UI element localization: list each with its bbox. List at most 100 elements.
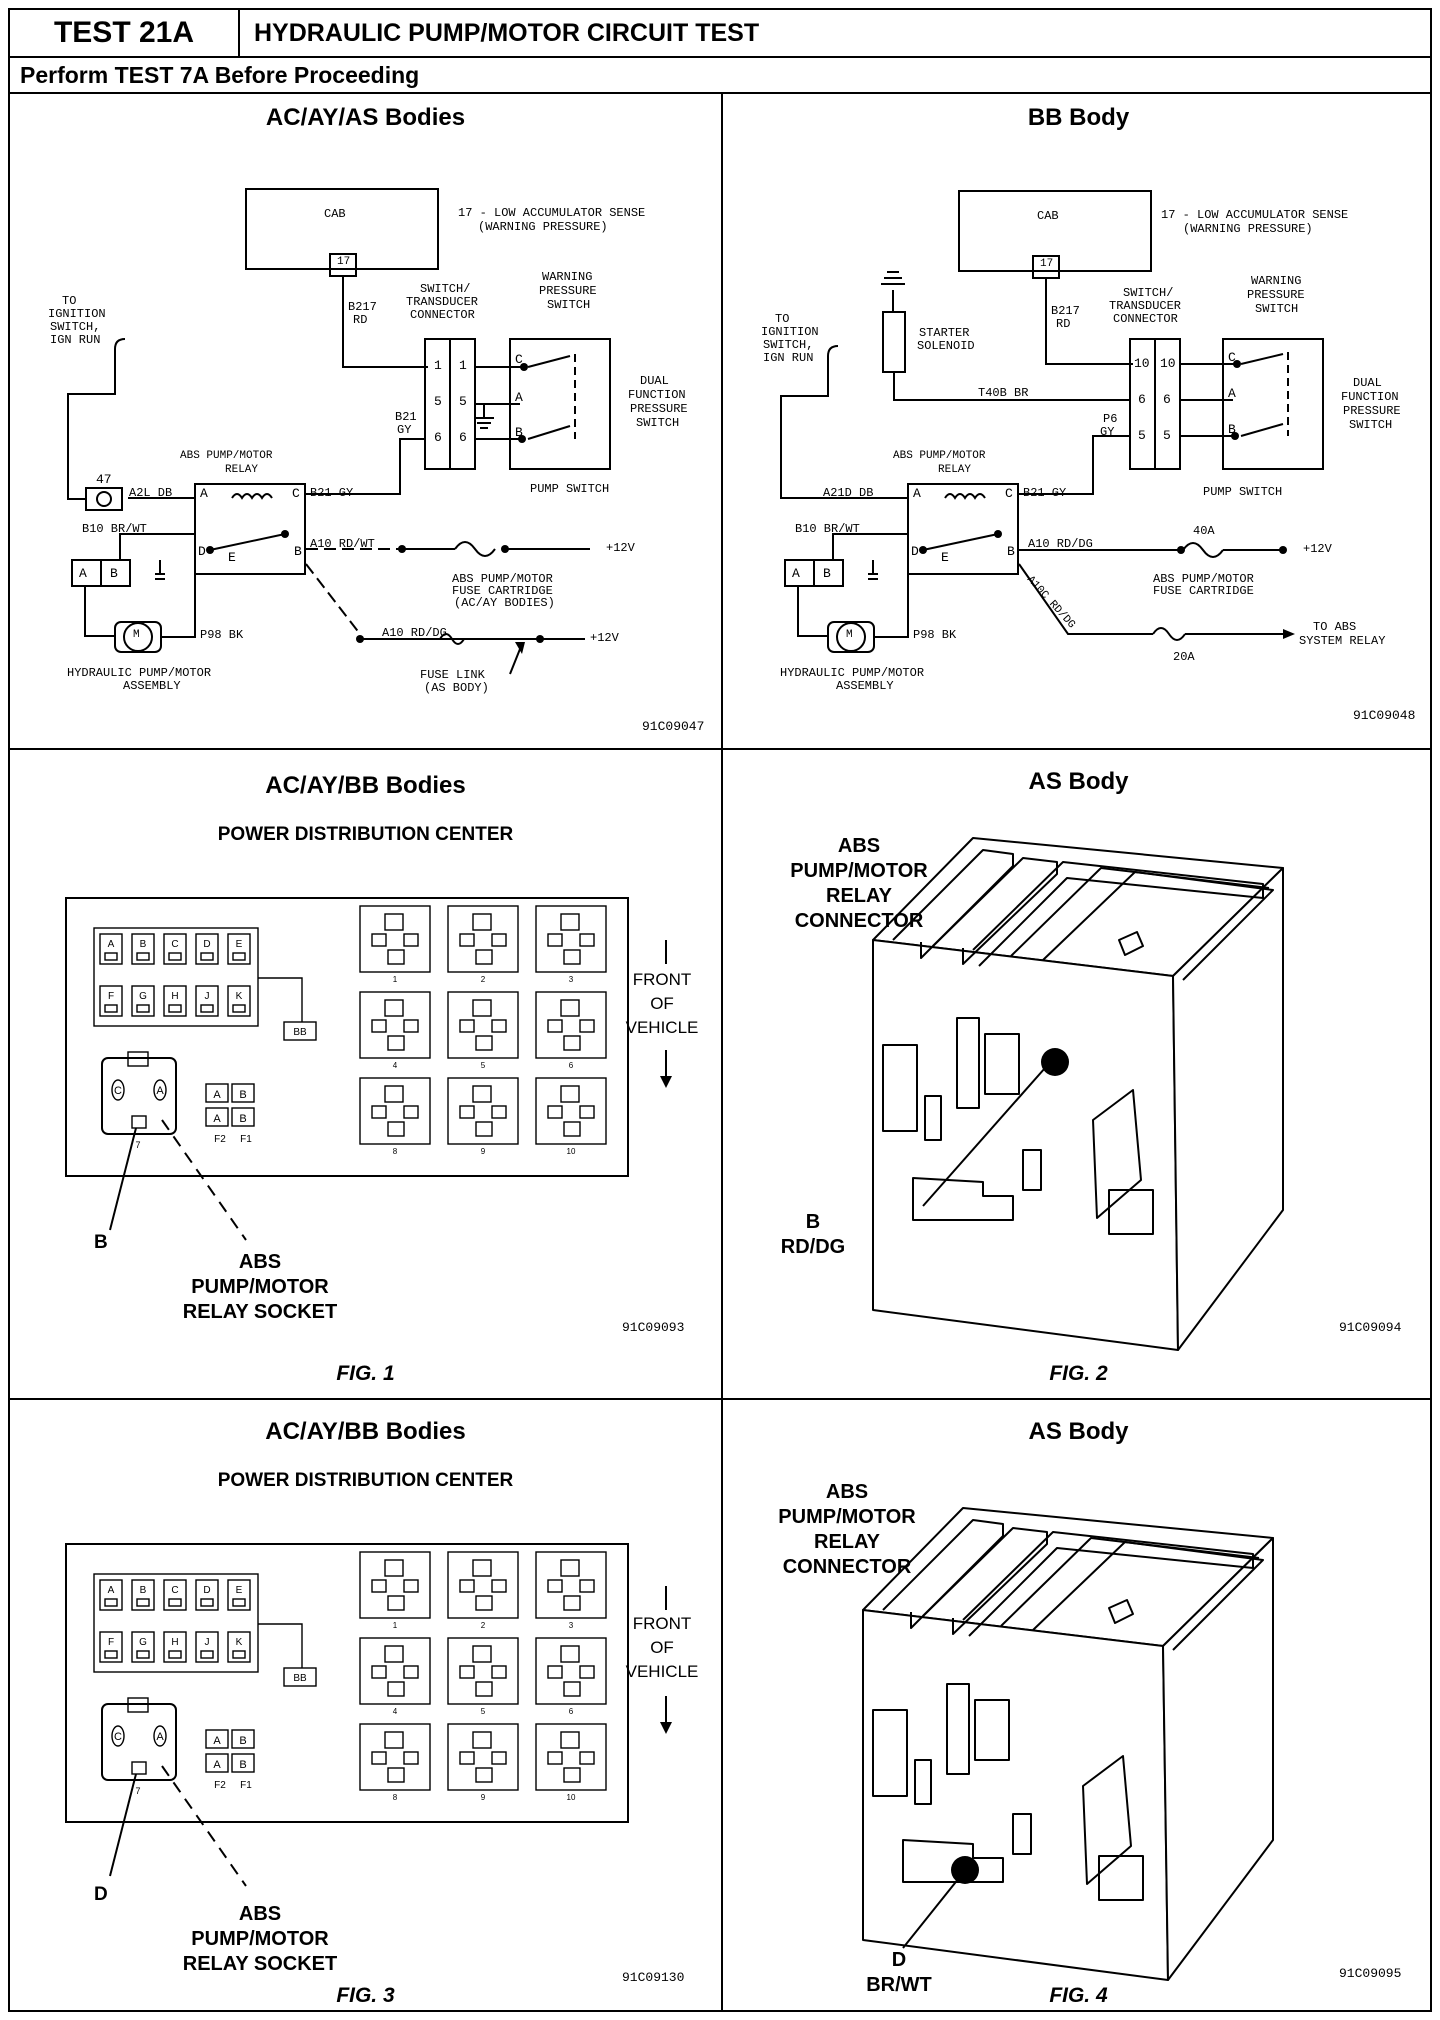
socket-pin: A <box>156 1085 164 1097</box>
callout-line: PUMP/MOTOR <box>790 860 928 882</box>
wire-label: A21D DB <box>823 486 874 500</box>
relay-terminal <box>475 1121 493 1137</box>
relay-connector-callout: ABS PUMP/MOTOR RELAY CONNECTOR <box>729 834 989 934</box>
fuse-blade <box>168 952 182 961</box>
wire-label: A2L DB <box>129 486 173 500</box>
wire-label: B21 GY <box>1023 486 1067 500</box>
relay-label: RELAY <box>938 464 972 476</box>
dual-label: PRESSURE <box>630 402 688 416</box>
fuse-slot <box>99 933 123 965</box>
relay-terminal <box>472 1085 492 1103</box>
relay-terminal <box>384 1731 404 1749</box>
pump-switch-label: PUMP SWITCH <box>1203 485 1283 499</box>
ignition-label: SWITCH, <box>50 320 101 334</box>
figure-code: 91C09095 <box>1339 1966 1402 1981</box>
relay-terminal <box>491 1019 507 1033</box>
relay-terminal <box>491 1579 507 1593</box>
pdc-outline <box>65 1543 629 1823</box>
fuse-slot <box>131 1631 155 1663</box>
bb-tag: BB <box>293 1673 307 1684</box>
fuse-blade <box>200 952 214 961</box>
relay-terminal <box>579 1751 595 1765</box>
socket-pin-hole <box>153 1079 167 1101</box>
small-fuse <box>231 1083 255 1103</box>
small-fuse-letter: B <box>239 1735 246 1747</box>
wire-label: B21 <box>395 410 417 424</box>
relay-terminal <box>384 999 404 1017</box>
fuse-blade <box>104 1004 118 1013</box>
callout-letter: B <box>94 1232 108 1253</box>
term-label: B <box>515 425 523 440</box>
relay-number: 8 <box>393 1147 398 1156</box>
small-fuse-letter: B <box>239 1759 246 1771</box>
fuse-blade <box>136 1598 150 1607</box>
fuse-slot <box>163 1631 187 1663</box>
relay-label: ABS PUMP/MOTOR <box>893 450 986 462</box>
ignition-label: TO <box>775 312 790 326</box>
socket-key <box>127 1051 149 1067</box>
wire-label: A10 RD/DG <box>1028 537 1093 551</box>
relay-terminal <box>547 1665 563 1679</box>
relay-terminal <box>459 1105 475 1119</box>
small-fuse <box>231 1107 255 1127</box>
pin-label: 10 <box>1134 356 1150 371</box>
small-fuse <box>205 1729 229 1749</box>
relay-terminal <box>560 1085 580 1103</box>
relay-terminal <box>403 1579 419 1593</box>
fuse-blade <box>232 1650 246 1659</box>
relay-terminal <box>579 1579 595 1593</box>
figure-caption: FIG. 3 <box>336 1984 395 2007</box>
relay-terminal <box>547 1105 563 1119</box>
small-fuse-label: F1 <box>240 1780 252 1791</box>
small-fuse-letter: A <box>213 1735 221 1747</box>
switch-connector-label: SWITCH/ <box>1123 286 1174 300</box>
panel-fig1: AC/AY/BB Bodies POWER DISTRIBUTION CENTE… <box>10 750 721 1398</box>
cab-pin: 17 <box>1040 258 1054 270</box>
pin-label: 5 <box>1138 428 1146 443</box>
panel-heading: AC/AY/AS Bodies <box>265 104 466 131</box>
panel-heading: AC/AY/BB Bodies <box>265 1418 466 1445</box>
pin-callout: B RD/DG <box>763 1210 863 1260</box>
sense-label-1: 17 - LOW ACCUMULATOR SENSE <box>1161 208 1349 222</box>
wire-label: GY <box>397 423 412 437</box>
switch-connector-label: SWITCH/ <box>420 282 471 296</box>
relay-terminal <box>475 1595 493 1611</box>
wire-label: P98 BK <box>913 628 957 642</box>
callout-line: CONNECTOR <box>782 1556 912 1578</box>
fuse-label: ABS PUMP/MOTOR <box>452 572 553 586</box>
dual-label: FUNCTION <box>1341 390 1399 404</box>
fuse-blade <box>168 1598 182 1607</box>
fuse-block <box>93 927 259 1027</box>
fuse-letter: G <box>139 991 147 1002</box>
fuse-letter: F <box>108 991 114 1002</box>
relay-label: RELAY <box>225 464 259 476</box>
motor-label: ASSEMBLY <box>836 679 894 693</box>
relay-terminal <box>459 933 475 947</box>
relay-terminal <box>579 1105 595 1119</box>
relay-terminal <box>384 1645 404 1663</box>
socket-number: 7 <box>135 1140 140 1150</box>
wire-label: B21 GY <box>310 486 354 500</box>
page-frame: TEST 21A HYDRAULIC PUMP/MOTOR CIRCUIT TE… <box>8 8 1432 2012</box>
relay-terminal <box>563 1595 581 1611</box>
pin-label: 1 <box>434 358 442 373</box>
front-label: OF <box>650 994 674 1013</box>
wire-label: B217 <box>1051 304 1080 318</box>
socket-number: 7 <box>135 1786 140 1796</box>
socket-pin: A <box>156 1731 164 1743</box>
relay-terminal <box>371 1665 387 1679</box>
ignition-label: IGN RUN <box>50 333 101 347</box>
relay-terminal <box>472 913 492 931</box>
page-title: HYDRAULIC PUMP/MOTOR CIRCUIT TEST <box>240 10 1430 58</box>
front-label: FRONT <box>632 970 692 989</box>
panel-heading: AS Body <box>1028 768 1129 795</box>
relay-connector-callout: ABS PUMP/MOTOR RELAY CONNECTOR <box>723 1480 977 1580</box>
panel-right-schematic: BB Body <box>723 94 1434 748</box>
relay-slot <box>447 1077 519 1145</box>
relay-pin-label: 47 <box>96 472 112 487</box>
front-label: OF <box>650 1638 674 1657</box>
fuse-blade <box>200 1598 214 1607</box>
starter-label: STARTER <box>919 326 970 340</box>
switch-connector-label: TRANSDUCER <box>1109 299 1182 313</box>
figure-caption: FIG. 1 <box>336 1362 395 1385</box>
